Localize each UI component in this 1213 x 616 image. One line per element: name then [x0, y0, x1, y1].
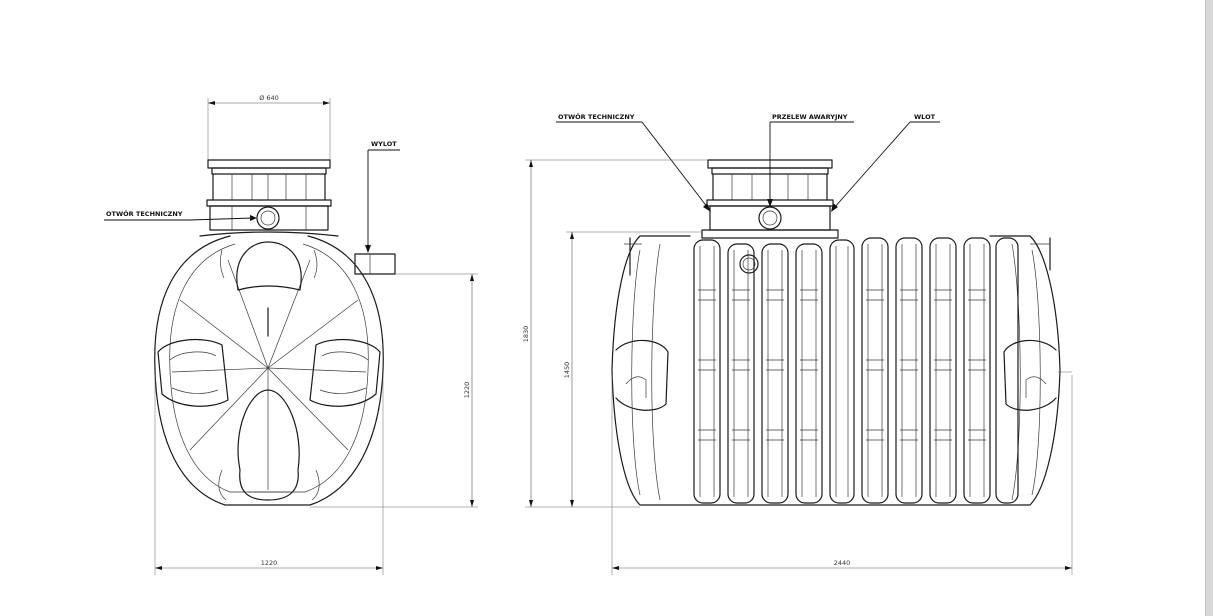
outlet-pipe: [354, 253, 396, 275]
window-edge: [1205, 0, 1213, 616]
overflow-label: PRZELEW AWARYJNY: [772, 113, 848, 121]
outlet-label: WYLOT: [371, 140, 397, 148]
front-riser: [199, 159, 339, 237]
side-view: OTWÓR TECHNICZNY PRZELEW AWARYJNY WLOT 1…: [522, 112, 1073, 575]
side-ribs: [693, 237, 1019, 504]
rib-10: [995, 237, 1019, 504]
front-annotations: OTWÓR TECHNICZNY WYLOT: [104, 140, 400, 253]
side-annotations: OTWÓR TECHNICZNY PRZELEW AWARYJNY WLOT: [556, 112, 940, 212]
front-tank-body: [154, 235, 384, 506]
radial-ribs: [171, 259, 367, 490]
diameter-label: Ø 640: [259, 94, 279, 102]
rib-7: [895, 237, 923, 504]
side-total-height-dimension: 1830: [522, 159, 708, 508]
rib-8: [929, 237, 957, 504]
rib-1: [693, 239, 721, 504]
front-tech-opening-label: OTWÓR TECHNICZNY: [106, 209, 183, 218]
front-height-dimension: 1220: [310, 273, 478, 508]
side-tech-opening-label: OTWÓR TECHNICZNY: [558, 112, 635, 121]
rib-9: [963, 237, 991, 504]
rib-6: [861, 237, 889, 504]
length-label: 2440: [834, 559, 851, 567]
diameter-dimension: Ø 640: [207, 94, 331, 160]
inlet-label: WLOT: [914, 113, 936, 121]
rib-3: [761, 243, 789, 504]
rib-4: [795, 243, 823, 504]
front-width-dimension: 1220: [154, 375, 384, 575]
front-height-label: 1220: [463, 382, 471, 399]
side-length-dimension: 2440: [611, 371, 1073, 575]
front-width-label: 1220: [261, 559, 278, 567]
rib-5: [829, 239, 855, 504]
front-view: Ø 640: [104, 94, 478, 575]
side-body-height-dimension: 1450: [563, 231, 702, 507]
rib-2: [727, 243, 755, 504]
total-height-label: 1830: [522, 326, 530, 343]
side-tank-body: [611, 235, 1061, 506]
body-height-label: 1450: [563, 362, 571, 379]
